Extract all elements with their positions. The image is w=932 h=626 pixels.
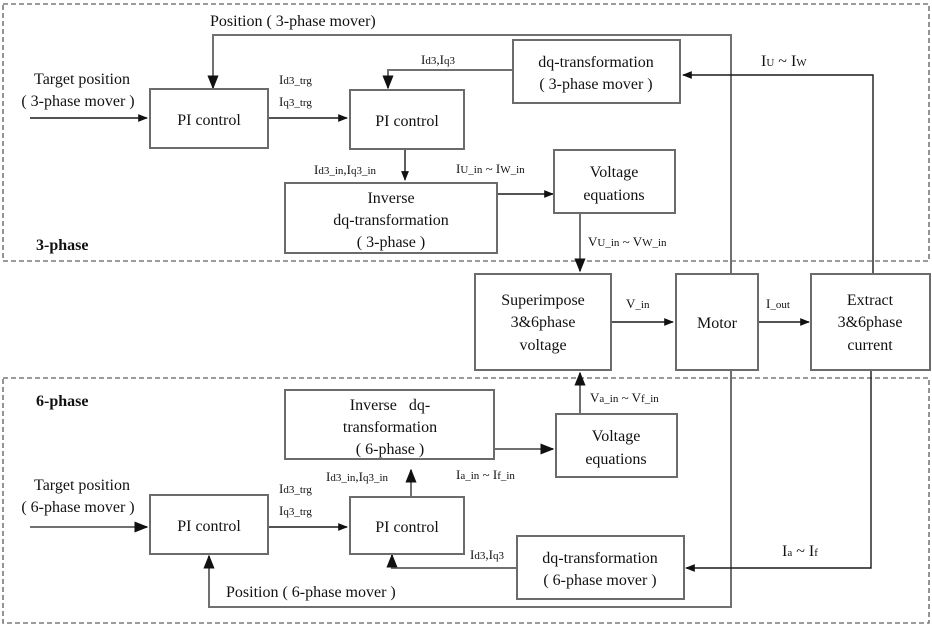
label-idq3-feedback-bottom: Id3,Iq3 [470, 547, 504, 562]
block-label: ( 3-phase mover ) [539, 76, 652, 93]
block-label: dq-transformation [333, 212, 449, 229]
block-label: 3&6phase [838, 314, 903, 331]
label-id3-trg-bottom: Id3_trg [279, 481, 312, 496]
block-pi-control-6-outer: PI control [149, 494, 269, 555]
label-idq3-in-bottom: Id3_in,Iq3_in [326, 469, 389, 484]
block-voltage-equations-3: Voltage equations [553, 149, 676, 214]
label-ia-if-in: Ia_in ~ If_in [456, 467, 515, 482]
label-target-3-line1: Target position [34, 71, 130, 88]
block-label: Extract [847, 292, 894, 309]
block-label: ( 6-phase mover ) [543, 572, 656, 589]
label-iu-iw: IU ~ IW [761, 53, 807, 70]
block-label: dq-transformation [542, 550, 658, 567]
wire-iu-iw [682, 71, 874, 273]
block-label: PI control [375, 113, 439, 130]
block-label: Voltage [592, 428, 641, 445]
label-i-out: I_out [766, 296, 790, 311]
block-label: transformation [343, 419, 437, 436]
block-pi-control-6-inner: PI control [349, 496, 465, 555]
label-target-3-line2: ( 3-phase mover ) [21, 93, 134, 110]
block-pi-control-3-outer: PI control [149, 88, 269, 149]
wire-dq6-fb [386, 553, 517, 569]
label-position-3: Position ( 3-phase mover) [210, 13, 376, 30]
wire-position-6 [203, 371, 732, 608]
wires-3-phase [30, 34, 874, 273]
block-label: equations [583, 187, 644, 204]
label-target-6-line2: ( 6-phase mover ) [21, 499, 134, 516]
block-label: PI control [177, 112, 241, 129]
block-motor: Motor [675, 273, 759, 371]
block-label: 3&6phase [511, 314, 576, 331]
label-idq3-feedback-top: Id3,Iq3 [421, 52, 455, 67]
block-label: equations [585, 451, 646, 468]
label-iq3-trg-top: Iq3_trg [279, 94, 312, 109]
wire-position-3 [207, 34, 732, 273]
block-pi-control-3-inner: PI control [349, 89, 465, 150]
block-dq-transformation-6: dq-transformation ( 6-phase mover ) [516, 535, 685, 600]
label-idq3-in-top: Id3_in,Iq3_in [314, 162, 377, 177]
region-6-phase [2, 377, 930, 624]
region-3-phase-label: 3-phase [36, 237, 88, 254]
block-voltage-equations-6: Voltage equations [555, 413, 678, 478]
label-iu-iw-in: IU_in ~ IW_in [456, 161, 525, 176]
wire-dq3-fb [382, 69, 513, 90]
label-position-6: Position ( 6-phase mover ) [226, 584, 396, 601]
block-label: dq-transformation [538, 54, 654, 71]
wires-6-phase [30, 371, 872, 608]
block-superimpose: Superimpose 3&6phase voltage [474, 273, 612, 371]
block-extract: Extract 3&6phase current [810, 273, 931, 371]
block-label: Inverse [367, 190, 414, 207]
block-label: Voltage [590, 164, 639, 181]
label-iq3-trg-bottom: Iq3_trg [279, 503, 312, 518]
region-6-phase-label: 6-phase [36, 393, 88, 410]
block-label: Motor [697, 315, 738, 332]
label-target-6-line1: Target position [34, 477, 130, 494]
block-label: current [847, 337, 893, 354]
block-label: Superimpose [501, 292, 585, 309]
label-vu-vw-in: VU_in ~ VW_in [588, 234, 667, 249]
block-inverse-dq-3: Inverse dq-transformation ( 3-phase ) [284, 182, 498, 254]
label-id3-trg-top: Id3_trg [279, 72, 312, 87]
block-label: PI control [375, 519, 439, 536]
block-label: PI control [177, 518, 241, 535]
block-label: voltage [519, 337, 566, 354]
label-ia-if: Ia ~ If [782, 543, 818, 560]
block-label: ( 6-phase ) [356, 441, 424, 458]
block-label: ( 3-phase ) [357, 234, 425, 251]
block-dq-transformation-3: dq-transformation ( 3-phase mover ) [512, 39, 681, 104]
wire-ia-if [685, 371, 872, 572]
label-va-vf-in: Va_in ~ Vf_in [590, 390, 659, 405]
block-inverse-dq-6: Inverse dq- transformation ( 6-phase ) [284, 389, 495, 460]
label-v-in: V_in [626, 296, 650, 311]
block-label: Inverse dq- [350, 397, 430, 414]
